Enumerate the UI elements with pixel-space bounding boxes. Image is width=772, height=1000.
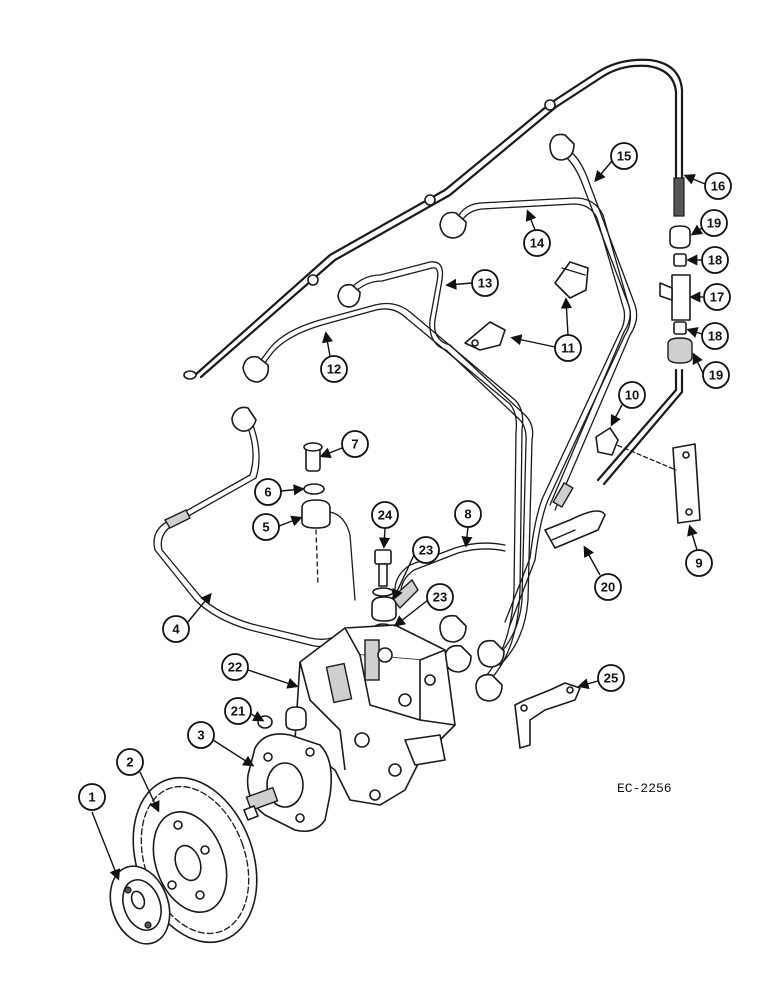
bracket-25 [514, 682, 581, 749]
callout-16: 16 [683, 172, 732, 200]
callout-18-bottom: 18 [686, 322, 729, 350]
callout-15: 15 [594, 142, 638, 183]
svg-text:23: 23 [433, 590, 447, 605]
svg-text:1: 1 [88, 790, 95, 805]
svg-text:20: 20 [601, 580, 615, 595]
callout-21: 21 [224, 697, 265, 725]
banjo-fitting-5-6-7 [301, 442, 356, 601]
svg-text:7: 7 [351, 437, 358, 452]
callout-6: 6 [254, 478, 305, 506]
svg-text:12: 12 [327, 362, 341, 377]
svg-text:9: 9 [695, 556, 702, 571]
svg-text:3: 3 [197, 728, 204, 743]
svg-text:14: 14 [530, 236, 545, 251]
injection-pipe-14 [439, 197, 632, 626]
pipe-4 [153, 406, 346, 648]
callout-13: 13 [445, 269, 499, 297]
svg-text:18: 18 [708, 329, 722, 344]
svg-text:19: 19 [709, 368, 723, 383]
callout-23-upper: 23 [392, 536, 440, 601]
callout-20: 20 [583, 545, 622, 601]
svg-text:19: 19 [707, 216, 721, 231]
callout-5: 5 [252, 513, 303, 541]
injection-pipe-13 [337, 261, 534, 666]
svg-text:5: 5 [262, 520, 269, 535]
svg-text:11: 11 [561, 341, 575, 356]
callout-19-top: 19 [690, 209, 728, 237]
pipe-clamp-11 [464, 261, 589, 351]
clip-10 [595, 427, 619, 456]
pipe-union-nuts [439, 614, 505, 702]
callout-10: 10 [610, 381, 646, 427]
callout-14: 14 [523, 209, 551, 257]
svg-text:2: 2 [126, 755, 133, 770]
hub-1 [109, 865, 171, 945]
callout-24: 24 [371, 501, 399, 549]
svg-text:22: 22 [228, 660, 242, 675]
leak-off-return-line [183, 58, 685, 380]
svg-text:18: 18 [708, 253, 722, 268]
callout-18-top: 18 [686, 246, 729, 274]
callout-3: 3 [187, 721, 255, 767]
clamp-20 [544, 510, 606, 549]
callout-22: 22 [221, 653, 299, 689]
callout-25: 25 [577, 664, 625, 692]
callout-23-lower: 23 [393, 583, 454, 627]
injection-pump-22 [243, 624, 456, 833]
svg-text:24: 24 [378, 508, 393, 523]
callout-17: 17 [689, 283, 731, 311]
callout-8: 8 [454, 500, 482, 548]
callout-1: 1 [78, 783, 121, 881]
svg-text:16: 16 [711, 179, 725, 194]
callout-19-bottom: 19 [692, 352, 730, 389]
callout-12: 12 [320, 331, 348, 383]
svg-text:25: 25 [604, 671, 618, 686]
bracket-9 [604, 439, 701, 524]
svg-text:23: 23 [419, 543, 433, 558]
svg-text:4: 4 [172, 622, 180, 637]
svg-text:6: 6 [264, 485, 271, 500]
svg-text:8: 8 [464, 507, 471, 522]
injection-pipe-15 [549, 133, 638, 511]
tee-fitting-assembly [596, 225, 693, 486]
callout-9: 9 [685, 524, 713, 577]
callout-11: 11 [510, 297, 582, 362]
svg-text:10: 10 [625, 388, 639, 403]
callout-7: 7 [319, 430, 369, 459]
callout-2: 2 [116, 748, 160, 813]
callout-4: 4 [162, 592, 212, 643]
svg-text:17: 17 [710, 290, 724, 305]
svg-text:21: 21 [231, 704, 245, 719]
svg-text:13: 13 [478, 276, 492, 291]
drawing-code: EC-2256 [617, 781, 672, 796]
bolt-24-washers-23 [371, 549, 397, 633]
svg-text:15: 15 [617, 149, 631, 164]
